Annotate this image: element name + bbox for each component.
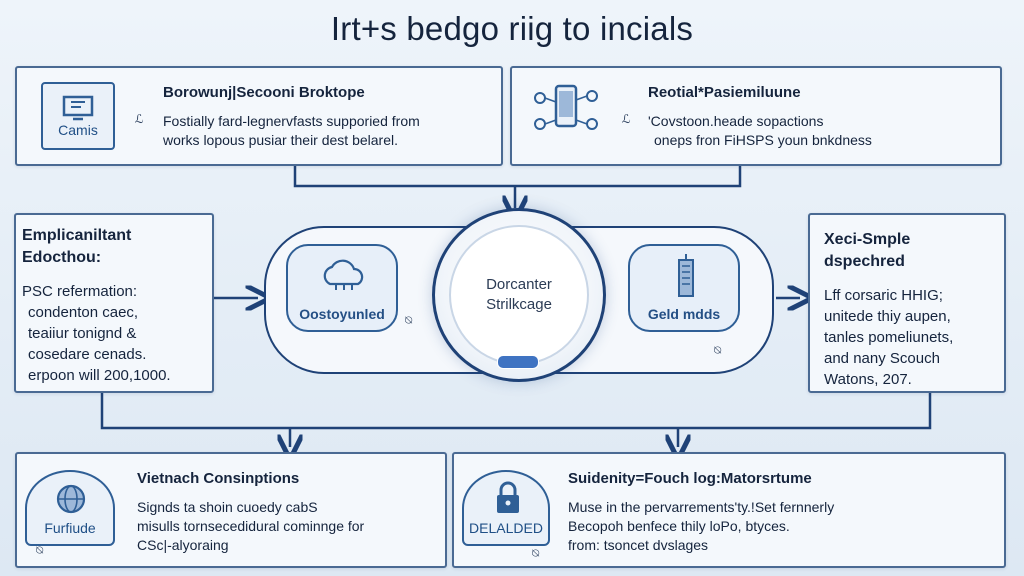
- panel-heading: Suidenity=Fouch log:Matorsrtume: [568, 470, 812, 487]
- panel-heading: Borowunj|Secooni Broktope: [163, 84, 365, 101]
- side-line-1: Lff corsaric HHIG;: [824, 287, 943, 304]
- panel-line-3: from: tsoncet dvslages: [568, 537, 709, 553]
- marker-icon: ⍉: [714, 343, 722, 357]
- side-line-4: and nany Scouch: [824, 350, 940, 367]
- panel-heading: Vietnach Consinptions: [137, 470, 300, 487]
- hub-line-1: Dorcanter: [486, 276, 552, 293]
- side-line-2: unitede thiy aupen,: [824, 308, 951, 325]
- left-inner-pill: Oostoyunled: [286, 244, 398, 332]
- cloud-icon: [323, 259, 364, 290]
- marker-icon: ℒ: [135, 112, 144, 126]
- lock-icon-box: DELALDED: [462, 470, 550, 546]
- phone-icon: [534, 84, 598, 130]
- side-line-2: condenton caec,: [28, 304, 139, 321]
- side-line-4: cosedare cenads.: [28, 346, 147, 363]
- icon-label: Furfiude: [44, 520, 96, 536]
- marker-icon: ℒ: [622, 112, 631, 126]
- right-side-panel: Xeci-Smple dspechred Lff corsaric HHIG; …: [808, 213, 1006, 393]
- panel-line-2: Becopoh benfece thily loPo, btyces.: [568, 518, 790, 534]
- side-heading-line-2: Edocthou:: [22, 249, 102, 266]
- left-side-panel: Emplicaniltant Edocthou: PSC refermation…: [14, 213, 214, 393]
- panel-heading: Reotial*Pasiemiluune: [648, 84, 801, 101]
- globe-icon-box: Furfiude: [25, 470, 115, 546]
- lock-icon: [497, 481, 519, 513]
- bottom-left-panel: Furfiude Vietnach Consinptions Signds ta…: [15, 452, 447, 568]
- side-heading-line-1: Emplicaniltant: [22, 227, 132, 244]
- panel-line-2: misulls tornsecedidural cominnge for: [137, 518, 365, 534]
- monitor-icon: [62, 95, 94, 121]
- globe-icon: [56, 484, 86, 514]
- panel-line-2: works lopous pusiar their dest belarel.: [163, 132, 399, 148]
- top-left-panel: Camis Borowunj|Secooni Broktope ℒ Fostia…: [15, 66, 503, 166]
- panel-line-2: oneps fron FiHSPS youn bnkdness: [654, 132, 872, 148]
- panel-line-1: Muse in the pervarrements'ty.!Set fernne…: [568, 499, 835, 515]
- side-line-3: tanles pomeliunets,: [824, 329, 954, 346]
- center-hub: Dorcanter Strilkcage: [432, 208, 606, 382]
- panel-line-3: CSc|-alyoraing: [137, 537, 229, 553]
- hub-toggle-button[interactable]: [497, 355, 539, 369]
- side-heading-line-2: dspechred: [824, 253, 905, 270]
- top-right-panel: Reotial*Pasiemiluune ℒ 'Covstoon.heade s…: [510, 66, 1002, 166]
- right-inner-pill: Geld mdds: [628, 244, 740, 332]
- side-line-5: erpoon will 200,1000.: [28, 367, 171, 384]
- panel-line-1: 'Covstoon.heade sopactions: [648, 113, 824, 129]
- marker-icon: ⍉: [532, 546, 540, 560]
- page-title: Irt+s bedgo riig to incials: [330, 10, 694, 47]
- center-hub-inner: Dorcanter Strilkcage: [449, 225, 589, 365]
- side-heading-line-1: Xeci-Smple: [824, 231, 911, 248]
- side-line-5: Watons, 207.: [824, 371, 912, 388]
- side-line-3: teaiiur tonignd &: [28, 325, 137, 342]
- right-pill-label: Geld mdds: [647, 306, 721, 322]
- marker-icon: ⍉: [405, 313, 413, 327]
- building-icon: [678, 254, 694, 297]
- phone-icon-box: [526, 78, 606, 148]
- panel-line-1: Signds ta shoin cuoedy cabS: [137, 499, 318, 515]
- panel-line-1: Fostially fard-legnervfasts supporied fr…: [163, 113, 420, 129]
- hub-line-2: Strilkcage: [486, 296, 552, 313]
- marker-icon: ⍉: [36, 543, 44, 557]
- left-pill-label: Oostoyunled: [299, 306, 385, 322]
- side-line-1: PSC refermation:: [22, 283, 138, 300]
- icon-label: DELALDED: [469, 520, 543, 536]
- icon-label: Camis: [58, 122, 98, 138]
- bottom-right-panel: DELALDED ⍉ Suidenity=Fouch log:Matorsrtu…: [452, 452, 1006, 568]
- camera-icon-box: Camis: [41, 82, 115, 150]
